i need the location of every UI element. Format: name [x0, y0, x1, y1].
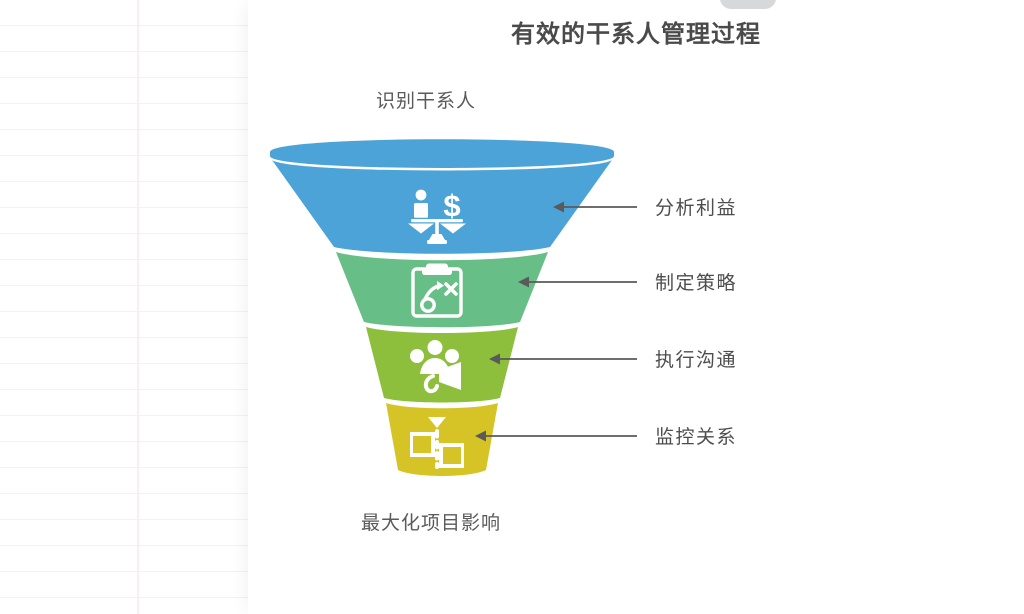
svg-text:$: $: [443, 188, 460, 223]
arrow-left-icon: [489, 353, 637, 364]
network-nodes-monitor-icon: [410, 417, 464, 469]
funnel-stage-analyze[interactable]: [270, 139, 614, 254]
funnel-exit-label: 最大化项目影响: [361, 513, 502, 534]
funnel-diagram: [270, 139, 614, 476]
callout-label-monitor: 监控关系: [655, 427, 738, 448]
arrow-left-icon: [553, 201, 637, 212]
paper-margin-line: [137, 0, 139, 614]
callout-analyze[interactable]: 分析利益: [553, 193, 737, 220]
arrow-left-icon: [518, 276, 637, 287]
megaphone-people-icon: [410, 340, 461, 394]
arrow-left-icon: [475, 430, 637, 441]
callout-monitor[interactable]: 监控关系: [475, 422, 737, 449]
page-title: 有效的干系人管理过程: [511, 21, 761, 48]
funnel-stage-monitor[interactable]: [386, 403, 498, 476]
callout-communicate[interactable]: 执行沟通: [489, 345, 737, 372]
funnel-entry-label: 识别干系人: [376, 91, 477, 112]
callout-strategy[interactable]: 制定策略: [518, 268, 737, 295]
funnel-stage-strategy[interactable]: [336, 252, 548, 328]
callout-label-analyze: 分析利益: [655, 198, 738, 219]
balance-scale-person-money-icon: $: [408, 188, 466, 244]
callout-label-strategy: 制定策略: [655, 273, 738, 294]
clipboard-strategy-icon: [411, 263, 463, 318]
drag-handle-pill[interactable]: [720, 0, 776, 9]
callout-label-communicate: 执行沟通: [655, 350, 738, 371]
